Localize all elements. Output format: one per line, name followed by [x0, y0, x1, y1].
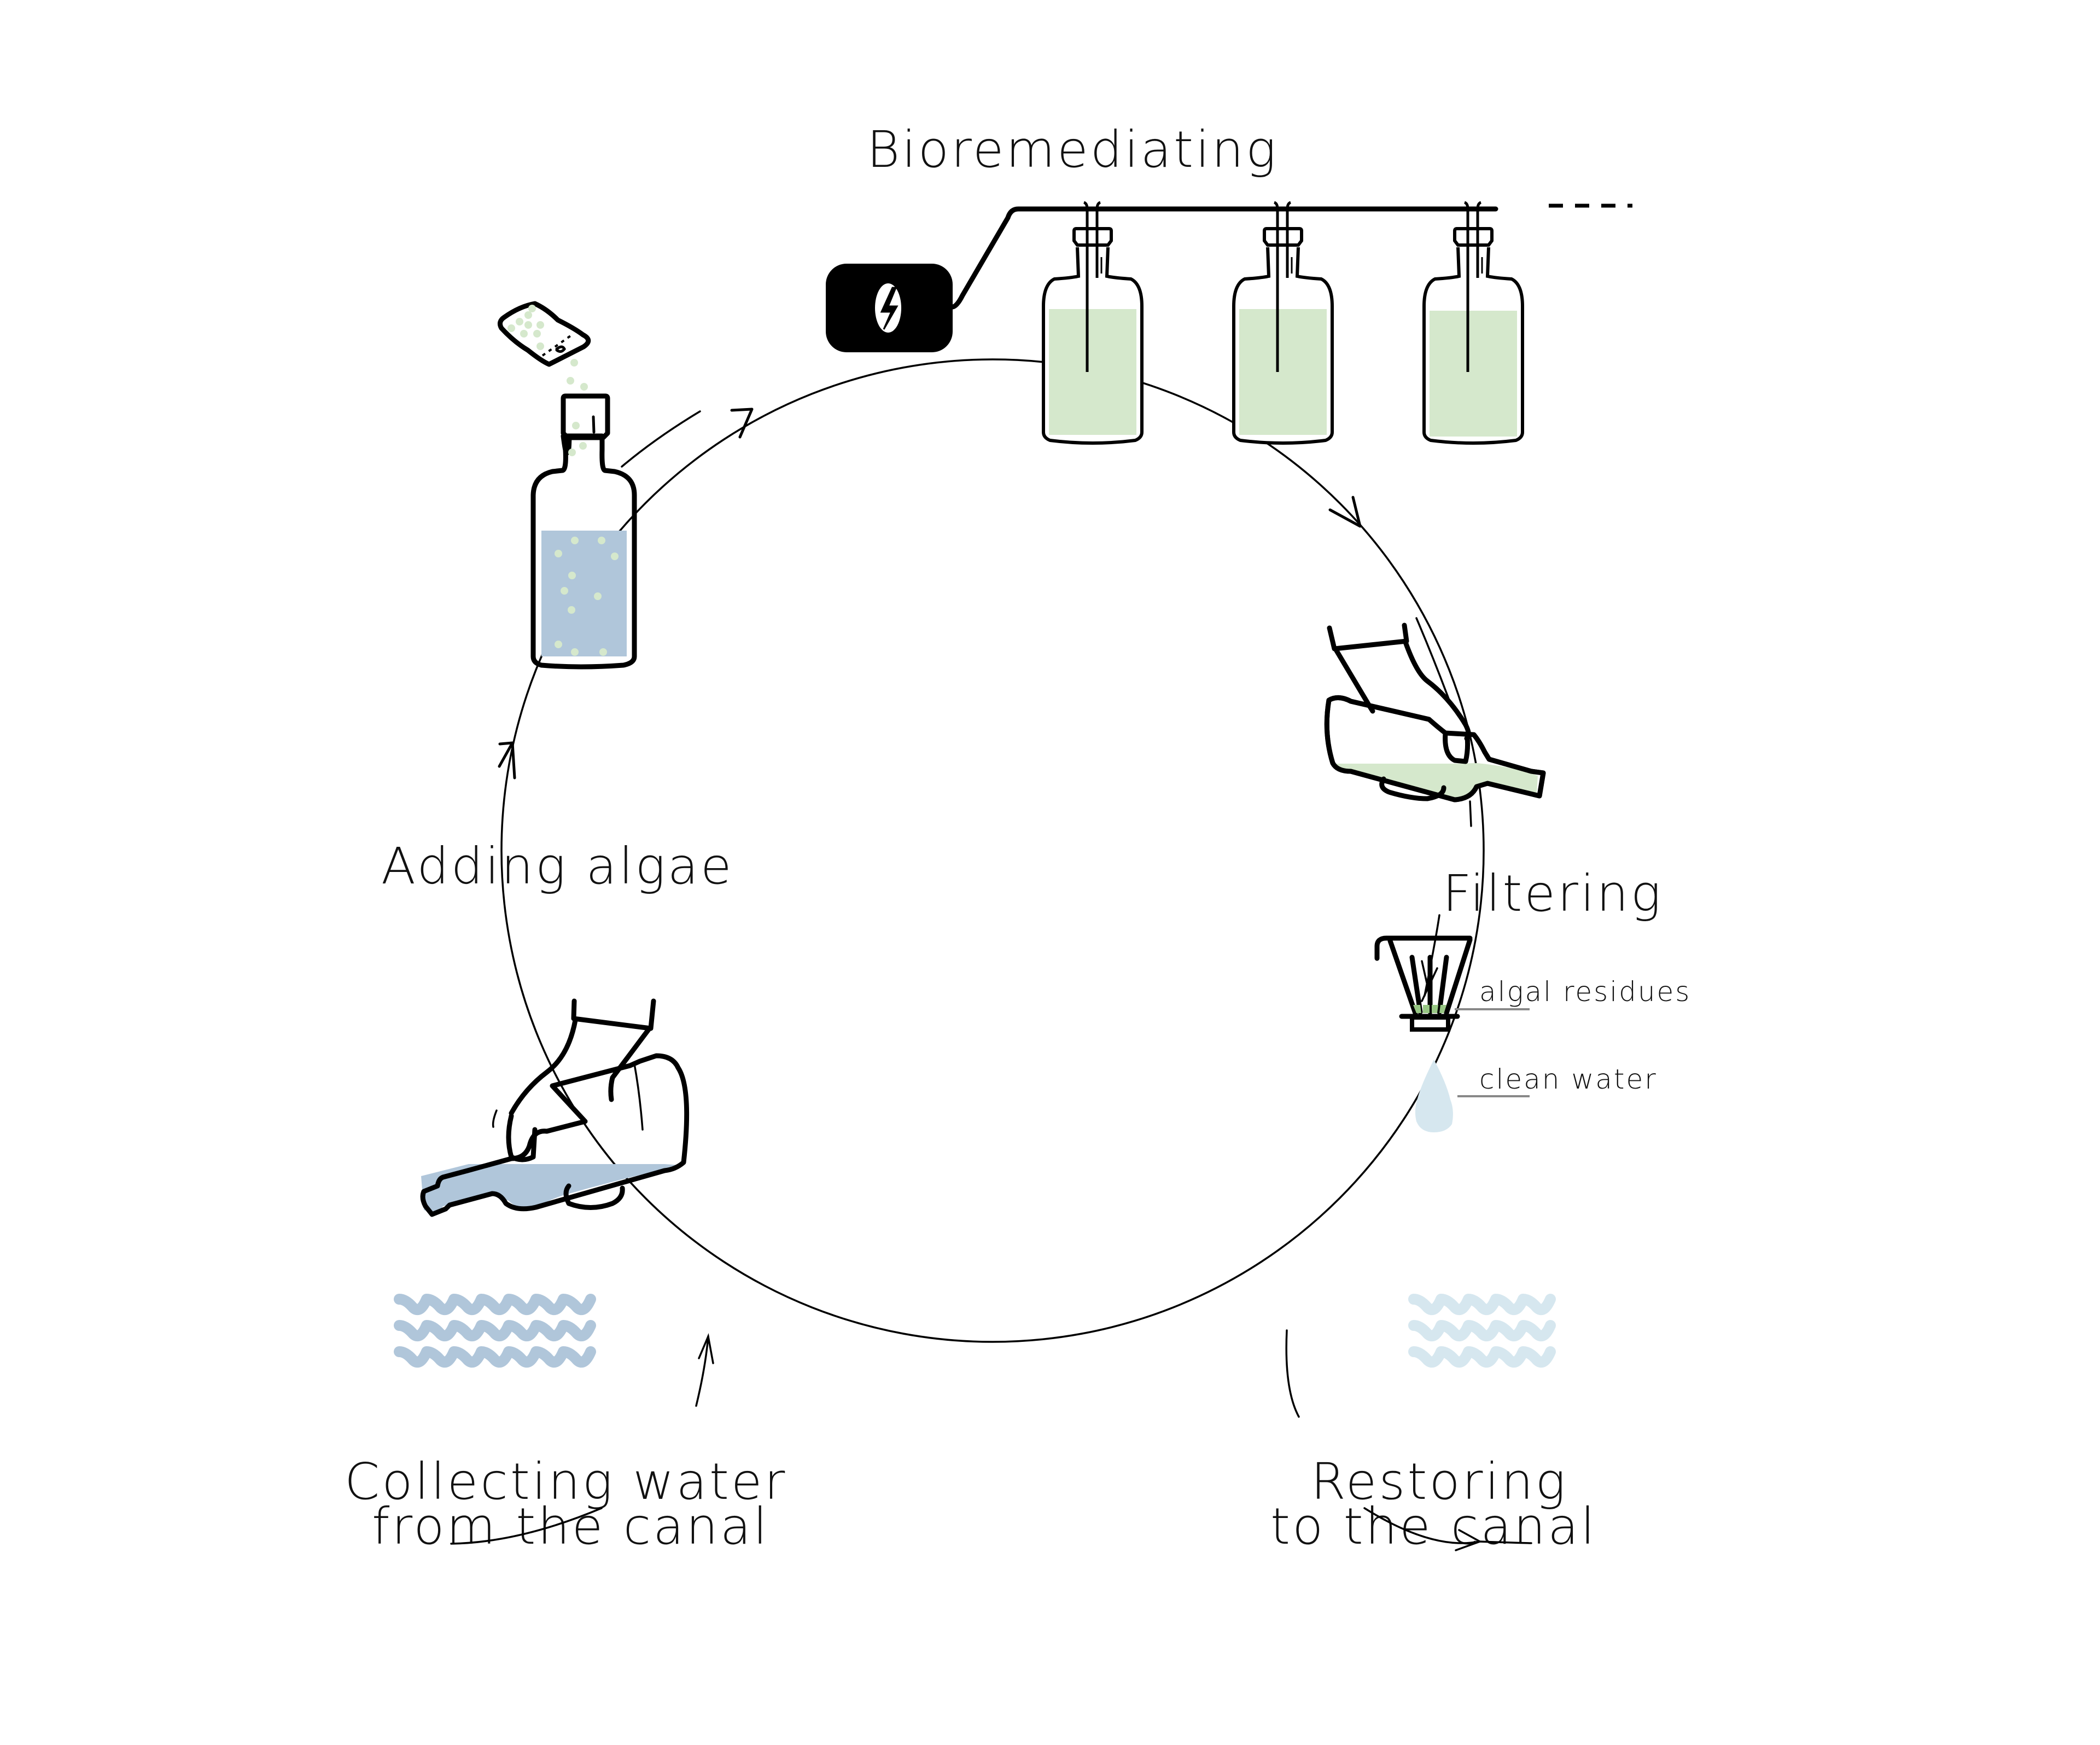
filter-funnel [1374, 914, 1473, 1032]
label-filtering: Filtering [1443, 864, 1663, 923]
label-collecting-line1: Collecting water [345, 1452, 787, 1511]
wave-line [394, 1320, 596, 1341]
bioreactor-bottle [1422, 201, 1524, 445]
wave-line [394, 1346, 596, 1368]
water-waves-icon-canal-clean [1408, 1294, 1556, 1368]
lightning-bolt-icon [880, 287, 899, 330]
wave-line [1408, 1346, 1556, 1368]
label-collecting-line2: from the canal [372, 1497, 769, 1556]
label-bioremediating: Bioremediating [867, 120, 1278, 179]
pouring-hand-green [1324, 617, 1546, 827]
label-restoring-line1: Restoring [1311, 1452, 1568, 1511]
wave-line [1408, 1320, 1556, 1341]
cycle-arrowhead-left [498, 741, 516, 780]
label-adding-algae: Adding algae [381, 837, 734, 895]
water-drop-icon [1415, 1060, 1453, 1132]
label-clean-water: clean water [1479, 1063, 1658, 1095]
power-supply [826, 264, 953, 352]
arrow-restoring-top [1285, 1329, 1300, 1418]
falling-algae-particles [567, 359, 588, 391]
algae-bottle [530, 393, 701, 670]
algae-packet [497, 301, 591, 367]
label-restoring-line2: to the canal [1270, 1497, 1597, 1556]
arrow-collecting-bottom [450, 1507, 603, 1545]
bioreactor-bottles [1042, 201, 1524, 445]
cycle-arrowhead-top-right [1328, 496, 1362, 528]
bioreactor-bottle [1042, 201, 1144, 445]
water-waves-icon-canal-dirty [394, 1294, 596, 1368]
label-algal-residues: algal residues [1479, 976, 1691, 1008]
pouring-hand-blue [420, 998, 690, 1217]
wave-line [1408, 1294, 1556, 1315]
cycle-arrowhead-top-left [730, 408, 754, 439]
arrow-restoring-bottom [1363, 1507, 1532, 1551]
cycle-circle [500, 358, 1485, 1343]
bioreactor-bottle [1232, 201, 1334, 445]
wave-line [394, 1294, 596, 1315]
arrow-collecting-up [695, 1333, 714, 1407]
power-cable [950, 206, 1498, 310]
